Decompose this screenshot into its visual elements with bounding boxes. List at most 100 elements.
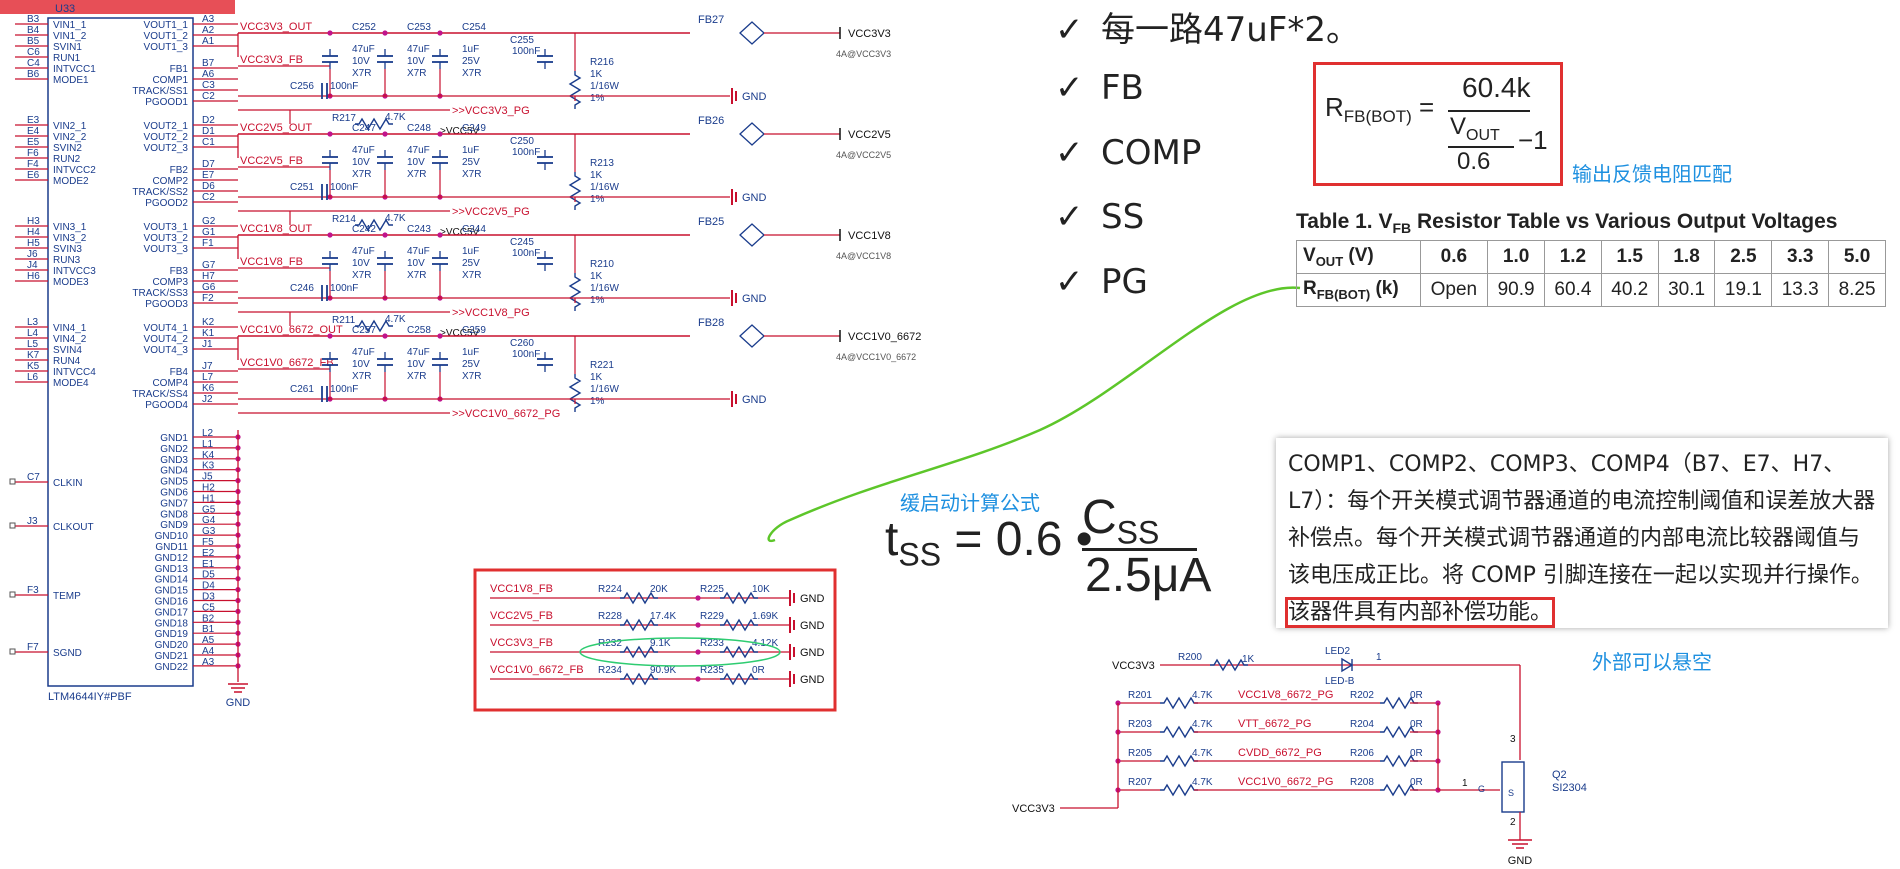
pin-name: VOUT1_1	[144, 20, 189, 31]
divider-net-label: VCC2V5_FB	[490, 610, 553, 622]
resistor-symbol	[620, 618, 658, 632]
res-value: 4.7K	[385, 112, 406, 123]
cap-voltage: 25V	[462, 258, 480, 269]
checklist-item-2: ✓FB	[1055, 68, 1144, 108]
rfb-fraction-bar	[1448, 110, 1530, 112]
resistor-symbol	[568, 374, 582, 412]
res-value: 90.9K	[650, 665, 676, 676]
table-cell: 1.5	[1600, 240, 1659, 274]
fb-divider-box	[473, 568, 837, 712]
pin-number: L2	[202, 428, 214, 439]
res-ref: R235	[700, 665, 724, 676]
pg-net-label: >>VCC1V8_PG	[452, 307, 530, 319]
tss-formula-denominator: 2.5μA	[1085, 549, 1212, 602]
cap-ref: C250	[510, 136, 534, 147]
pin-number: H2	[202, 483, 215, 494]
pin-name: GND1	[160, 433, 188, 444]
pin-number: L5	[27, 339, 39, 350]
pin-name: CLKIN	[53, 478, 82, 489]
pull-up-label: >VCC5V	[440, 227, 480, 238]
checklist-item-4: ✓SS	[1055, 197, 1145, 237]
pin-name: COMP4	[152, 378, 188, 389]
divider-net-label: VCC1V8_FB	[490, 583, 553, 595]
float-note: 外部可以悬空	[1592, 650, 1712, 674]
ferrite-bead-symbol	[739, 223, 765, 247]
cap-ref: C244	[462, 224, 486, 235]
pin-number: C2	[202, 192, 215, 203]
pin-number: E6	[27, 170, 40, 181]
no-connect-marker	[9, 522, 16, 529]
ferrite-ref: FB28	[698, 317, 724, 329]
pin-name: RUN2	[53, 154, 81, 165]
pin-number: C3	[202, 80, 215, 91]
res-ref: R228	[598, 611, 622, 622]
resistor-symbol	[355, 218, 393, 232]
res-power: 1/16W	[590, 182, 619, 193]
res-value: 4.7K	[1192, 777, 1213, 788]
table-cell: 60.4	[1544, 272, 1602, 307]
pin-number: B6	[27, 69, 40, 80]
res-ref: R221	[590, 360, 614, 371]
ferrite-ref: FB26	[698, 115, 724, 127]
res-ref: R202	[1350, 690, 1374, 701]
res-value: 4.7K	[385, 314, 406, 325]
res-ref: R203	[1128, 719, 1152, 730]
pin-number: D5	[202, 570, 215, 581]
resistor-symbol	[568, 71, 582, 109]
junction-dot	[327, 333, 333, 339]
res-ref: R204	[1350, 719, 1374, 730]
gnd-label: GND	[742, 293, 767, 305]
comp-note-highlight: 该器件具有内部补偿功能。	[1284, 597, 1556, 628]
cap-value: 100nF	[512, 147, 540, 158]
rfb-formula-lhs: RFB(BOT) =	[1325, 92, 1435, 127]
res-value: 4.7K	[1192, 748, 1213, 759]
ic-header-highlight	[0, 0, 235, 14]
table-cell: 0.6	[1419, 240, 1489, 274]
table-cell: 13.3	[1771, 272, 1830, 307]
pin-number: B3	[27, 14, 40, 25]
table-cell: 5.0	[1828, 240, 1886, 274]
pin-number: J1	[202, 339, 213, 350]
q-pin: 2	[1510, 817, 1516, 828]
pin-number: H7	[202, 271, 215, 282]
pin-name: SVIN3	[53, 244, 82, 255]
res-ref: R211	[332, 315, 356, 326]
cap-voltage: 10V	[352, 258, 370, 269]
rfb-formula-numerator: 60.4k	[1462, 72, 1531, 103]
res-value: 1K	[590, 69, 603, 80]
pin-number: B4	[27, 25, 40, 36]
pin-number: J7	[202, 361, 213, 372]
pin-number: E5	[27, 137, 40, 148]
res-value: 20K	[650, 584, 668, 595]
ferrite-ref: FB27	[698, 14, 724, 26]
check-mark-icon: ✓	[1055, 197, 1084, 237]
pin-name: VIN2_2	[53, 132, 87, 143]
res-ref: R210	[590, 259, 614, 270]
pin-name: VOUT1_3	[144, 42, 189, 53]
resistor-symbol	[720, 618, 758, 632]
pin-name: RUN3	[53, 255, 81, 266]
pin-name: RUN4	[53, 356, 81, 367]
check-mark-icon: ✓	[1055, 133, 1084, 173]
cap-value: 1uF	[462, 347, 479, 358]
pin-number: B2	[202, 613, 215, 624]
no-connect-marker	[9, 478, 16, 485]
resistor-symbol	[620, 672, 658, 686]
resistor-symbol	[1380, 783, 1418, 797]
cap-value: 100nF	[512, 248, 540, 259]
pin-number: C4	[27, 58, 40, 69]
pin-number: A5	[202, 635, 215, 646]
cap-dielectric: X7R	[352, 68, 371, 79]
ferrite-bead-symbol	[739, 324, 765, 348]
ferrite-bead-symbol	[739, 122, 765, 146]
output-label: VCC2V5	[848, 129, 891, 141]
resistor-symbol	[1380, 696, 1418, 710]
resistor-symbol	[568, 273, 582, 311]
res-value: 1K	[590, 372, 603, 383]
ic-ref: U33	[55, 3, 75, 15]
cap-value: 100nF	[330, 283, 358, 294]
junction-dot	[437, 232, 443, 238]
res-power: 1/16W	[590, 283, 619, 294]
pin-number: B5	[27, 36, 40, 47]
current-label: 4A@VCC2V5	[836, 150, 891, 160]
